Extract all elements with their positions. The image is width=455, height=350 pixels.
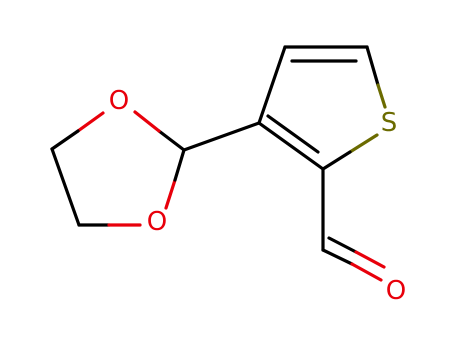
- bond-c2-c3: [257, 121, 325, 171]
- bond-s-c2: [348, 133, 379, 154]
- bond-c-o-top-red: [133, 110, 161, 133]
- bond-ch2-ch2: [50, 147, 81, 227]
- atom-oxygen-aldehyde-label: O: [386, 276, 406, 306]
- bond-s-c2-black: [321, 150, 352, 171]
- atom-labels: S O O O: [109, 86, 406, 306]
- bond-c-o-double-1-black: [321, 248, 354, 266]
- bond-o-top-ch2-red: [76, 111, 105, 133]
- bond-c-o-double-2-red: [354, 250, 386, 269]
- atom-sulfur-label: S: [381, 108, 398, 138]
- bond-c-o-double-1-red: [350, 262, 383, 282]
- bond-c3-c4: [257, 45, 287, 125]
- bond-c5-s-colored: [376, 83, 387, 109]
- bond-c-o-top-black: [157, 129, 186, 152]
- bond-o-bottom-c-red: [164, 178, 177, 210]
- bond-c-o-double-2-black: [327, 236, 358, 254]
- bond-c2-c3-inner: [266, 114, 320, 154]
- atom-oxygen-ring-bottom-label: O: [147, 207, 167, 237]
- bond-c5-s: [365, 45, 380, 87]
- bond-o-bottom-c-black: [173, 148, 186, 182]
- atom-oxygen-ring-top-label: O: [109, 86, 129, 116]
- bonds: [50, 45, 387, 282]
- bond-c3-c2dioxolane: [182, 121, 261, 152]
- bond-o-top-ch2-black: [50, 129, 80, 151]
